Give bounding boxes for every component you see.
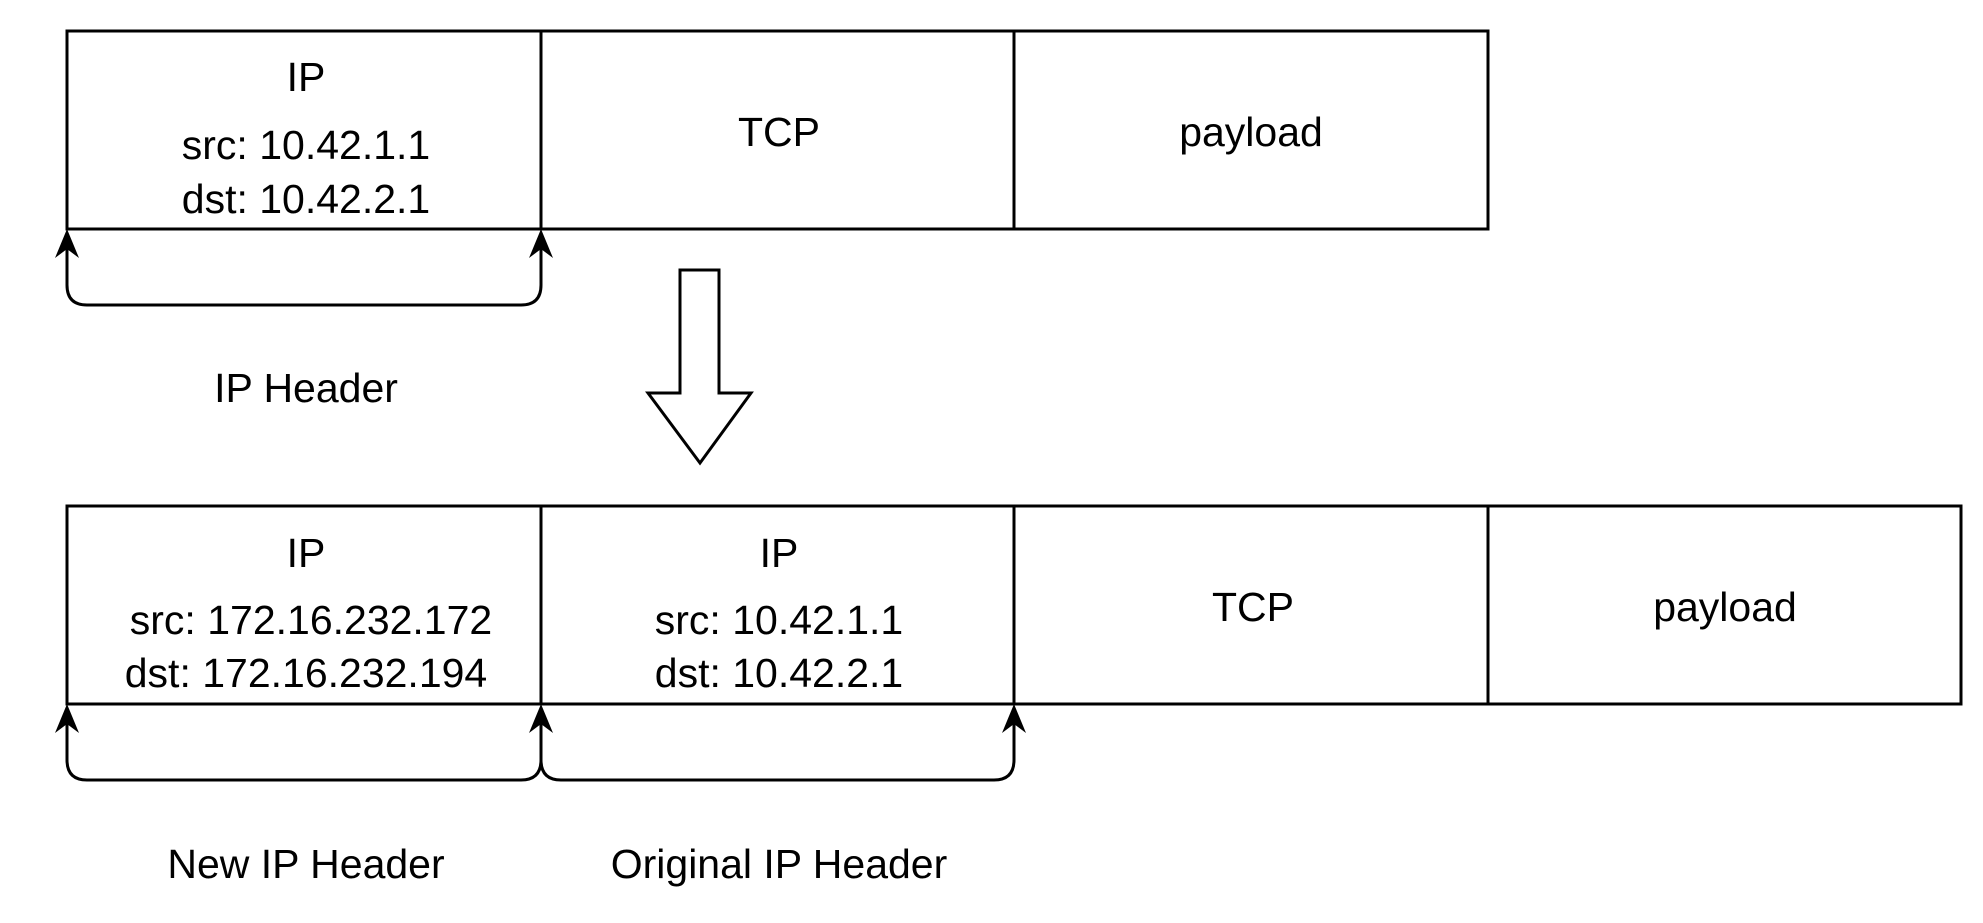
- inner-ip-dst: dst: 10.42.2.1: [655, 650, 903, 696]
- original-payload-cell: [1012, 29, 1490, 231]
- new-ip-header-brace-right-arrowhead: [529, 704, 553, 733]
- encapsulated-payload-cell: [1486, 504, 1963, 706]
- ip-header-label: IP Header: [214, 365, 398, 411]
- original-tcp-label: TCP: [738, 109, 820, 155]
- ip-header-brace-right-arrowhead: [529, 229, 553, 258]
- original-ip-header-brace-right-arrowhead: [1002, 704, 1026, 733]
- encapsulated-packet: IP src: 172.16.232.172 dst: 172.16.232.1…: [55, 504, 1963, 887]
- original-ip-dst: dst: 10.42.2.1: [182, 176, 430, 222]
- inner-ip-src: src: 10.42.1.1: [655, 597, 903, 643]
- new-ip-title: IP: [287, 530, 326, 576]
- encapsulated-payload-label: payload: [1653, 584, 1797, 630]
- original-ip-cell: [65, 29, 543, 231]
- new-ip-dst: dst: 172.16.232.194: [125, 650, 487, 696]
- encapsulation-arrow: [645, 268, 754, 466]
- original-ip-title: IP: [287, 54, 326, 100]
- original-packet: IP src: 10.42.1.1 dst: 10.42.2.1 TCP pay…: [55, 29, 1490, 411]
- new-ip-src: src: 172.16.232.172: [130, 597, 492, 643]
- new-ip-header-label: New IP Header: [167, 841, 444, 887]
- original-tcp-cell: [539, 29, 1016, 231]
- encapsulated-tcp-label: TCP: [1212, 584, 1294, 630]
- encapsulated-tcp-cell: [1012, 504, 1490, 706]
- original-payload-label: payload: [1179, 109, 1323, 155]
- new-ip-cell: [65, 504, 543, 706]
- original-ip-src: src: 10.42.1.1: [182, 122, 430, 168]
- new-ip-header-brace-left-arrowhead: [55, 704, 79, 733]
- ip-header-brace: [65, 248, 543, 307]
- original-ip-header-label: Original IP Header: [611, 841, 948, 887]
- new-ip-header-brace: [65, 723, 543, 782]
- original-ip-header-brace: [539, 723, 1016, 782]
- inner-ip-title: IP: [760, 530, 799, 576]
- ip-header-brace-left-arrowhead: [55, 229, 79, 258]
